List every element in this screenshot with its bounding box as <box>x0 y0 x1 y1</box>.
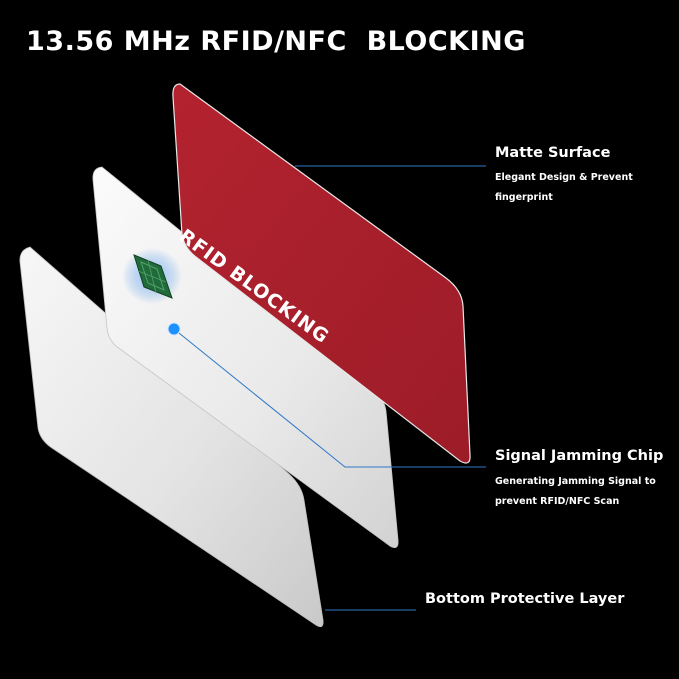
signal-jamming-chip-title: Signal Jamming Chip <box>495 448 664 464</box>
page-title: 13.56 MHz RFID/NFC BLOCKING <box>26 26 526 57</box>
chip-leader <box>173 328 486 468</box>
signal-jamming-chip-description: Generating Jamming Signal to prevent RFI… <box>495 476 656 507</box>
chip-marker-dot <box>167 322 181 336</box>
callout-lines <box>173 165 486 611</box>
chip-icon <box>133 254 173 299</box>
bottom-layer-card <box>19 246 324 628</box>
matte-surface-title: Matte Surface <box>495 145 611 161</box>
matte-surface-description: Elegant Design & Prevent fingerprint <box>495 172 633 203</box>
red-matte-card <box>172 83 471 464</box>
bottom-protective-layer-title: Bottom Protective Layer <box>425 591 625 607</box>
